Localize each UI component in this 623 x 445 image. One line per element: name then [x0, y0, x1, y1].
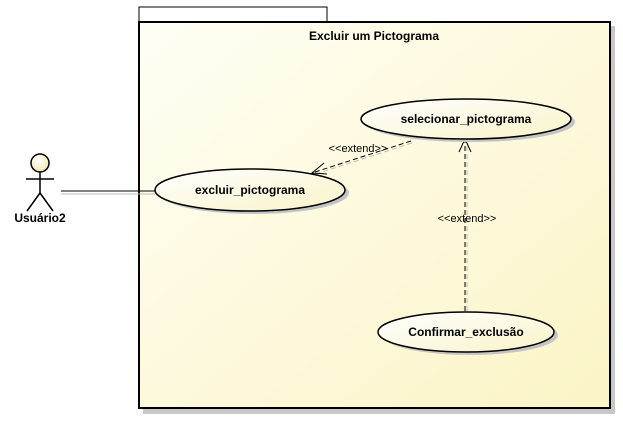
use-case-ellipse	[360, 98, 572, 140]
use-case-label: Confirmar_exclusão	[408, 325, 523, 339]
actor-usuario2[interactable]: Usuário2	[14, 153, 66, 225]
actor-left-leg	[26, 192, 41, 212]
extend-relation-1[interactable]: <<extend>>	[310, 140, 413, 175]
package-tab	[138, 6, 328, 23]
association-line[interactable]	[61, 190, 156, 195]
actor-right-leg	[39, 192, 54, 212]
extend-1-label: <<extend>>	[329, 143, 388, 155]
extend-relation-2[interactable]: <<extend>>	[438, 137, 497, 311]
use-case-ellipse	[154, 168, 346, 212]
use-case-confirmar-exclusao[interactable]: Confirmar_exclusão	[377, 311, 558, 355]
use-case-excluir-pictograma[interactable]: excluir_pictograma	[154, 168, 349, 214]
use-case-selecionar-pictograma[interactable]: selecionar_pictograma	[360, 98, 575, 142]
use-case-ellipse	[377, 311, 555, 353]
actor-name: Usuário2	[14, 211, 66, 225]
package-title: Excluir um Pictograma	[309, 29, 439, 43]
extend-1-arrowhead	[310, 162, 328, 175]
extend-1-line	[314, 140, 412, 173]
use-case-label: excluir_pictograma	[195, 183, 305, 197]
extend-2-label: <<extend>>	[438, 213, 497, 225]
use-case-label: selecionar_pictograma	[401, 112, 532, 126]
package-body	[138, 21, 611, 409]
actor-head	[30, 153, 50, 173]
